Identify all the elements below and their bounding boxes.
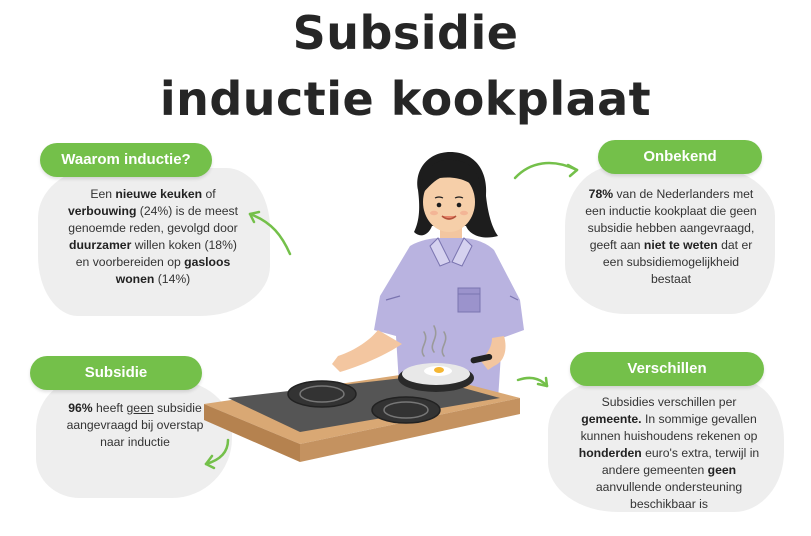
page-title-line2: inductie kookplaat [159,72,652,126]
arrow-icon [516,376,549,388]
blob-waarom [38,168,270,316]
blob-verschillen [548,380,784,512]
text-onbekend: 78% van de Nederlanders met een inductie… [585,187,757,286]
text-subsidie: 96% heeft geen subsidie aangevraagd bij … [66,401,204,449]
text-waarom-inductie: Een nieuwe keuken of verbouwing (24%) is… [68,187,238,286]
label-subsidie: Subsidie [30,356,202,390]
text-verschillen: Subsidies verschillen per gemeente. In s… [578,395,760,511]
label-verschillen: Verschillen [570,352,764,386]
label-waarom-inductie: Waarom inductie? [40,143,212,177]
arrow-icon [248,210,292,256]
egg-icon [424,366,452,376]
arrow-icon [204,438,230,470]
woman-figure [332,152,524,400]
blob-onbekend [565,166,775,314]
frying-pan-icon [398,325,493,392]
blob-subsidie [36,380,232,498]
label-onbekend: Onbekend [598,140,762,174]
page-title-line1: Subsidie [292,6,519,60]
arrow-icon [513,161,579,180]
